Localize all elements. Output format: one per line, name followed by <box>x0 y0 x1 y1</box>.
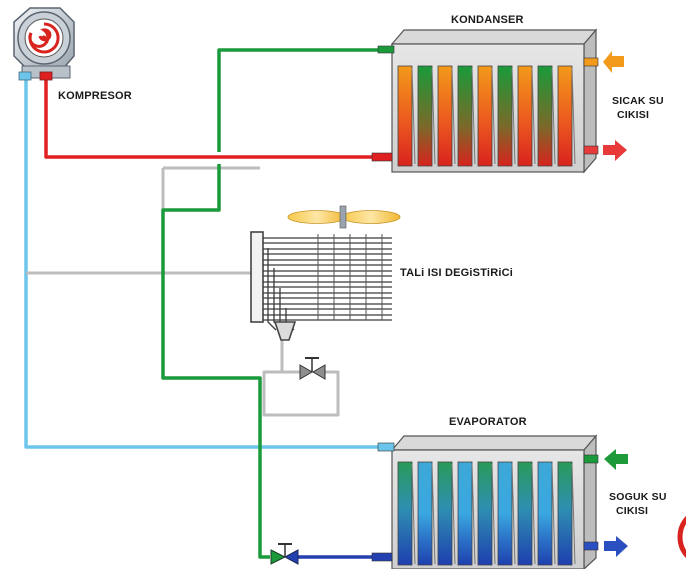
aux-heat-exchanger <box>250 231 392 341</box>
evaporator-tube <box>457 461 473 566</box>
condenser-tube <box>397 65 413 167</box>
evaporator-tube-divider <box>451 463 456 565</box>
condenser-tube-divider <box>431 67 436 165</box>
condenser-tube-divider <box>491 67 496 165</box>
liquid-line <box>161 48 382 559</box>
evaporator-tube <box>537 461 553 566</box>
evaporator-tubes <box>397 461 576 566</box>
aux-coil-row <box>263 303 392 310</box>
evaporator-tube-divider <box>531 463 536 565</box>
hot-water-outlet-arrow <box>603 140 627 161</box>
aux-coil-row <box>263 270 392 277</box>
compressor-label: KOMPRESOR <box>58 90 132 102</box>
condenser-tube-divider <box>411 67 416 165</box>
main-expansion-valve <box>270 543 299 565</box>
evaporator-tube <box>497 461 513 566</box>
condenser-tube <box>497 65 513 167</box>
condenser-label: KONDANSER <box>451 14 524 26</box>
condenser-tube <box>477 65 493 167</box>
cold-water-outlet-arrow <box>604 536 628 557</box>
bypass-line <box>26 166 340 417</box>
evaporator-tube <box>397 461 413 566</box>
aux-coil-rows <box>263 234 392 331</box>
evaporator-tube <box>557 461 573 566</box>
aux-coil-row <box>263 248 392 255</box>
aux-coil-row <box>263 281 392 288</box>
aux-coil-row <box>263 259 392 266</box>
bypass-expansion-valve <box>299 357 326 380</box>
aux-coil-row <box>263 292 392 299</box>
evaporator-tube-divider <box>511 463 516 565</box>
suction-line <box>24 78 386 449</box>
cold-water-inlet-arrow <box>604 449 628 470</box>
condenser-tube-divider <box>551 67 556 165</box>
evaporator-tube <box>477 461 493 566</box>
evaporator <box>371 434 599 569</box>
evaporator-tube <box>437 461 453 566</box>
evaporator-label: EVAPORATOR <box>449 416 527 428</box>
evaporator-tube <box>517 461 533 566</box>
evaporator-tube-divider <box>411 463 416 565</box>
aux-coil-row <box>263 237 392 244</box>
cold-water-outlet-label-line2: CIKISI <box>616 505 649 517</box>
fan-icon <box>287 205 401 229</box>
aux-coil-bend <box>267 248 277 331</box>
condenser-tube <box>537 65 553 167</box>
condenser-tube-divider <box>451 67 456 165</box>
condenser-tube-divider <box>511 67 516 165</box>
evaporator-tube-divider <box>571 463 576 565</box>
cold-water-outlet-label-line1: SOGUK SU <box>609 491 667 503</box>
condenser <box>371 28 599 174</box>
condenser-tube-divider <box>571 67 576 165</box>
hot-water-outlet-label-line2: CIKISI <box>617 109 650 121</box>
hot-water-outlet-label-line1: SICAK SU <box>612 95 664 107</box>
evaporator-tube-divider <box>551 463 556 565</box>
evaporator-tube <box>417 461 433 566</box>
condenser-tube <box>557 65 573 167</box>
condenser-tube-divider <box>531 67 536 165</box>
evaporator-tube-divider <box>491 463 496 565</box>
condenser-tubes <box>397 65 576 167</box>
condenser-tube <box>437 65 453 167</box>
corner-red-circle <box>677 515 686 559</box>
evaporator-tube-divider <box>471 463 476 565</box>
condenser-tube-divider <box>471 67 476 165</box>
aux-heat-exchanger-label: TALi ISI DEGiSTiRiCi <box>400 267 513 279</box>
aux-coil-row <box>263 314 392 321</box>
condenser-tube <box>417 65 433 167</box>
condenser-tube <box>517 65 533 167</box>
hot-water-inlet-arrow <box>603 51 624 73</box>
hot-gas-line <box>44 80 378 159</box>
aux-coil-bend <box>273 268 283 331</box>
compressor <box>13 7 75 81</box>
evaporator-tube-divider <box>431 463 436 565</box>
condenser-tube <box>457 65 473 167</box>
